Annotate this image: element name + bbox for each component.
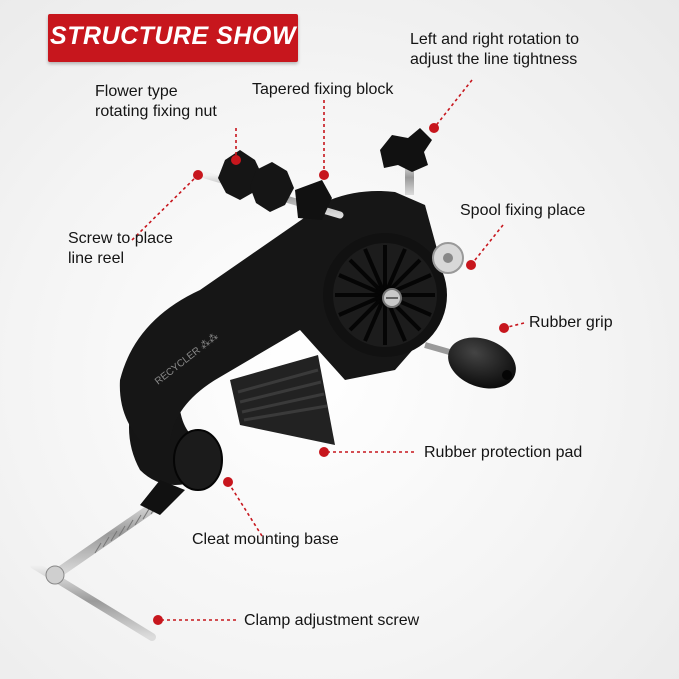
label-left-right-rotation-2: adjust the line tightness <box>410 51 578 68</box>
banner-title: STRUCTURE SHOW <box>50 22 296 50</box>
label-clamp-screw: Clamp adjustment screw <box>244 612 420 629</box>
label-left-right-rotation-1: Left and right rotation to <box>410 31 579 48</box>
label-cleat-base: Cleat mounting base <box>192 531 339 548</box>
label-flower-nut-2: rotating fixing nut <box>95 103 217 120</box>
label-rubber-pad: Rubber protection pad <box>424 444 583 461</box>
flower-nut-2 <box>250 162 294 212</box>
reel-screw-assembly <box>201 150 344 220</box>
callout-lines <box>131 79 525 621</box>
label-spool-fixing: Spool fixing place <box>460 202 586 219</box>
label-screw-line-2: line reel <box>68 250 125 267</box>
spool-wheel <box>323 233 447 357</box>
clamp-screw <box>30 487 180 641</box>
rubber-grip <box>424 337 516 389</box>
rubber-protection-pad <box>230 355 335 445</box>
label-tapered-block: Tapered fixing block <box>252 81 394 98</box>
label-screw-line-1: Screw to place <box>68 230 173 247</box>
tension-knob <box>380 128 432 195</box>
title-banner: STRUCTURE SHOW <box>48 14 298 62</box>
callout-dots <box>153 123 509 625</box>
cleat-mounting-base <box>173 429 223 491</box>
label-flower-nut-1: Flower type <box>95 83 178 100</box>
tapered-block <box>295 180 332 220</box>
label-rubber-grip: Rubber grip <box>529 314 613 331</box>
spool-gear <box>432 242 464 274</box>
